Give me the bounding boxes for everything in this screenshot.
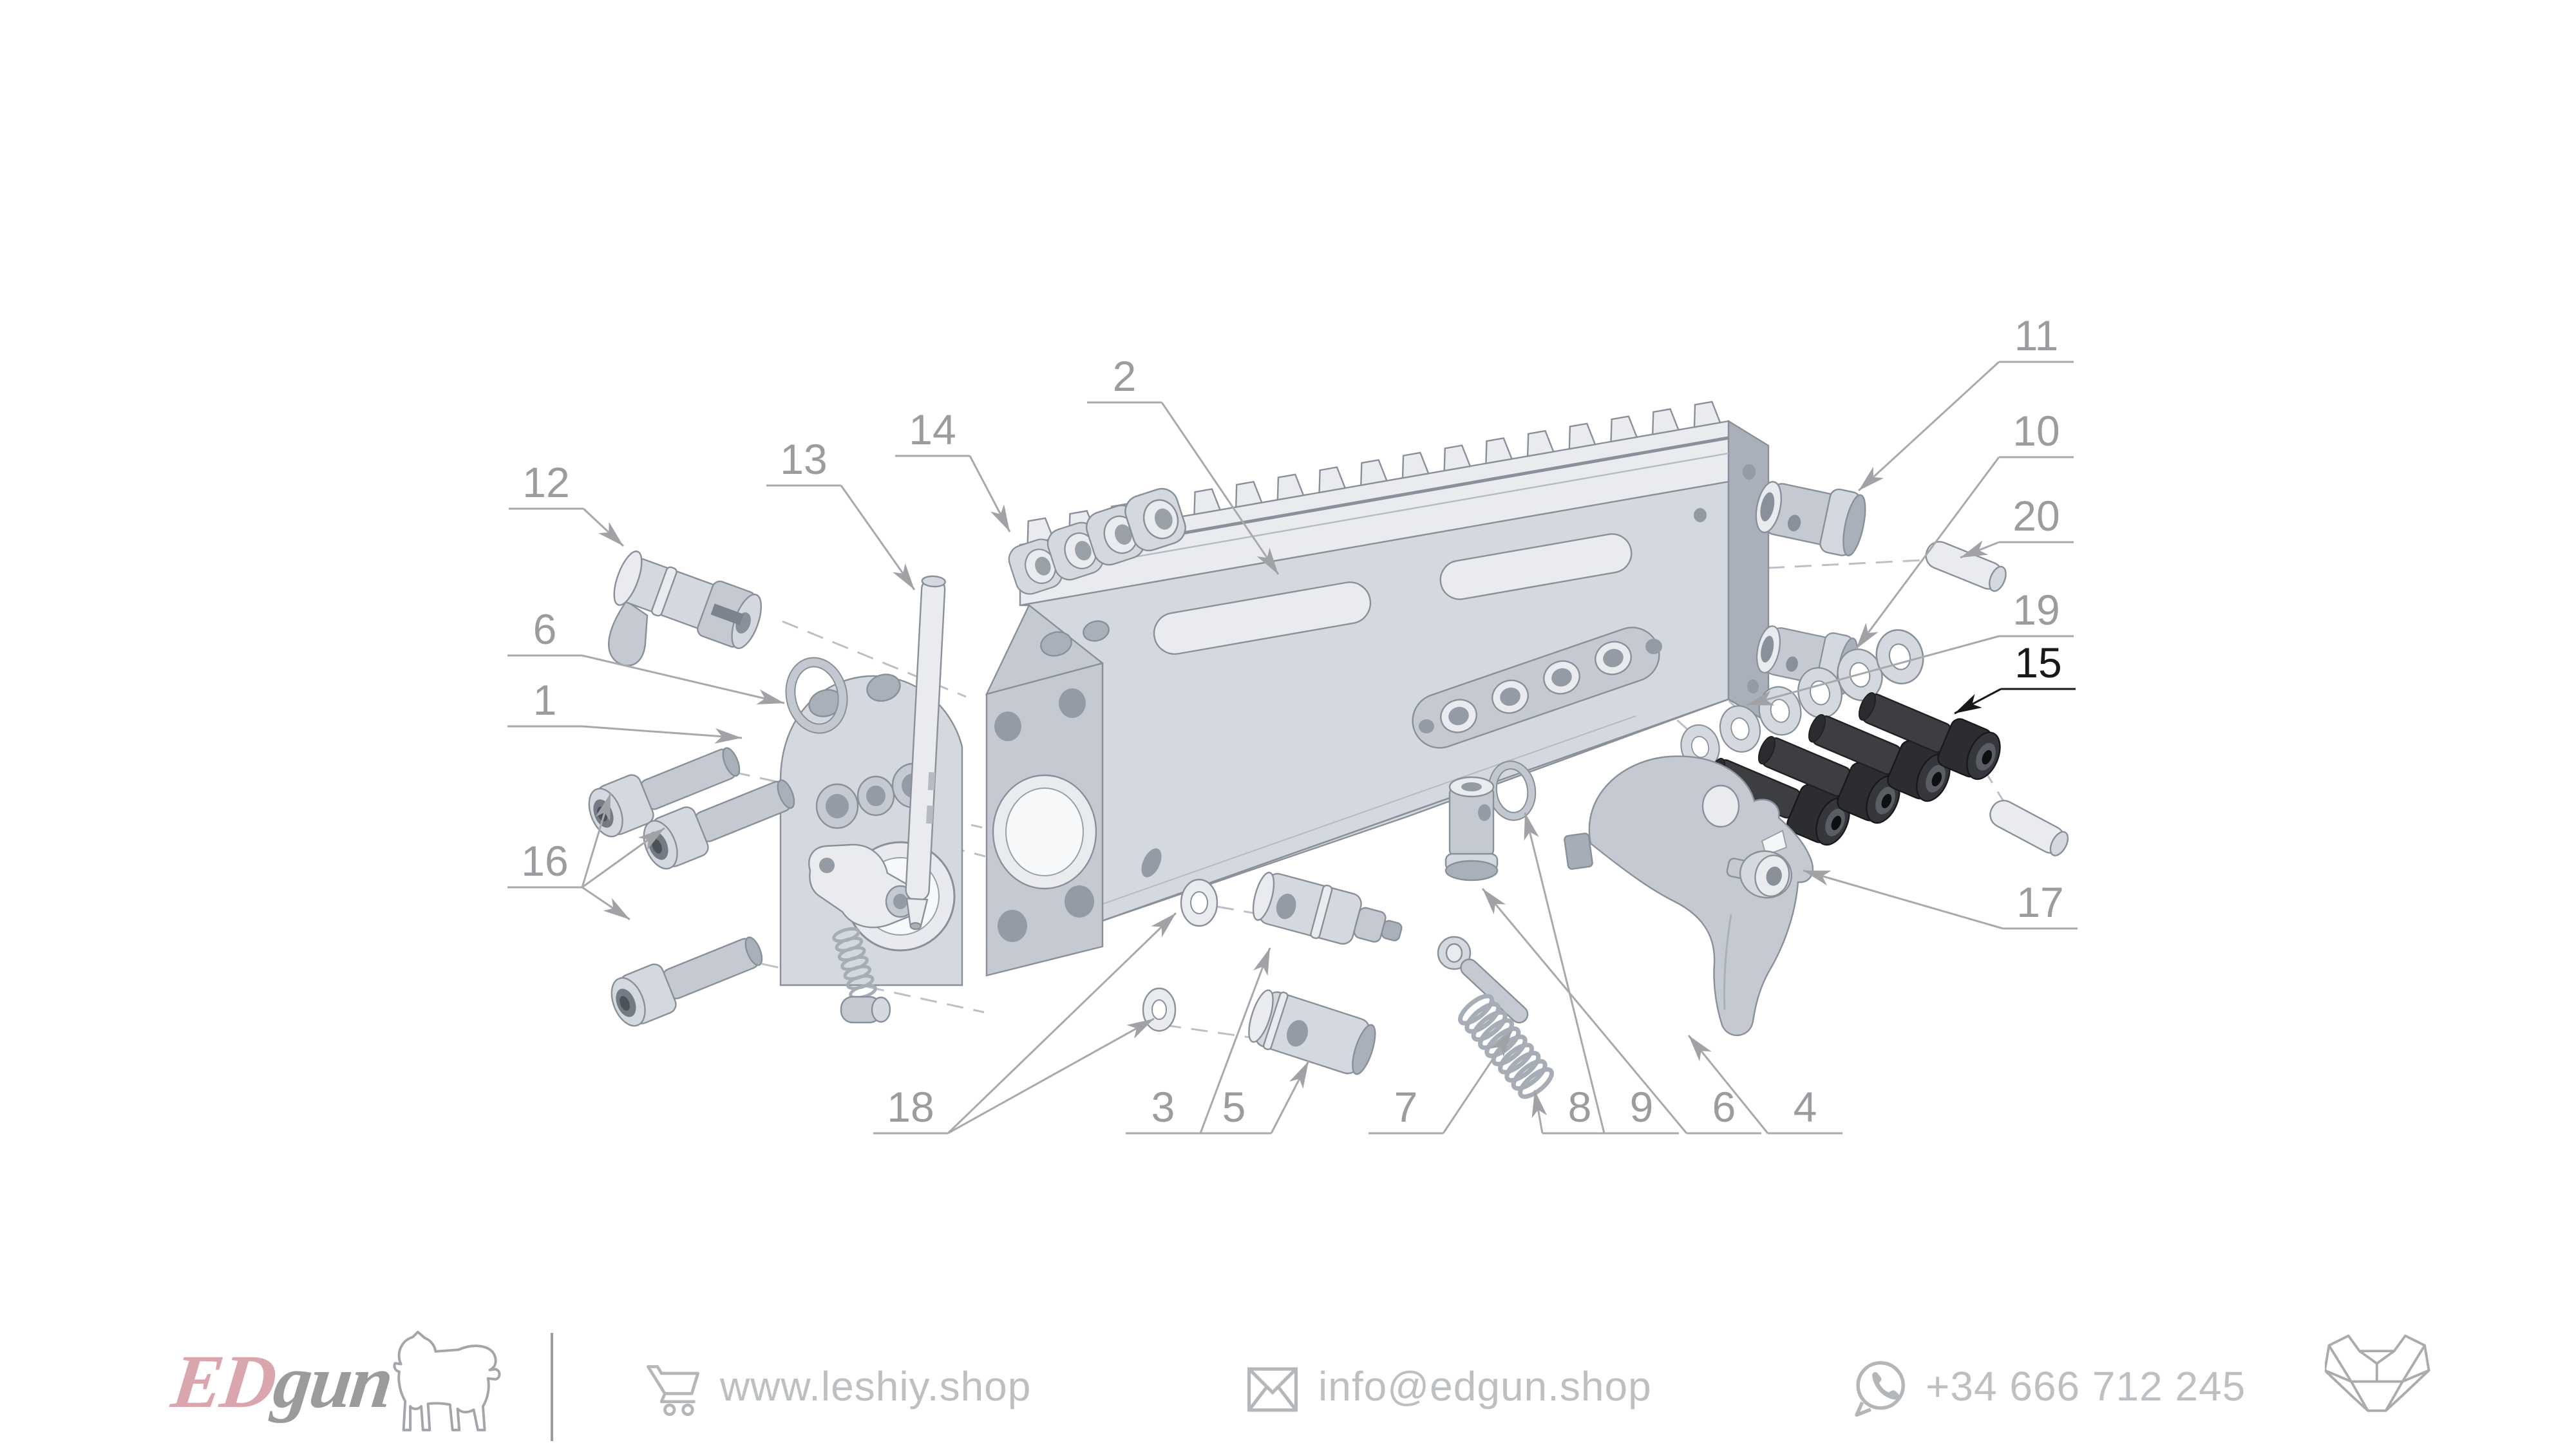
dog-logo-icon bbox=[393, 1330, 501, 1431]
footer: EDgun www.leshiy.shop info@edgun.shop +3… bbox=[0, 1314, 2576, 1449]
button-screw-17 bbox=[1726, 850, 1793, 899]
svg-text:14: 14 bbox=[909, 406, 956, 453]
bushing-6 bbox=[1444, 776, 1499, 882]
svg-text:17: 17 bbox=[2016, 878, 2063, 926]
svg-text:6: 6 bbox=[1712, 1083, 1736, 1131]
edgun-logo: EDgun bbox=[167, 1338, 397, 1426]
svg-text:18: 18 bbox=[887, 1083, 934, 1131]
svg-text:15: 15 bbox=[2014, 639, 2061, 686]
svg-text:13: 13 bbox=[780, 435, 827, 483]
callout-12: 12 bbox=[509, 458, 625, 547]
edgun-logo-ed: ED bbox=[167, 1339, 280, 1424]
svg-text:2: 2 bbox=[1113, 352, 1137, 400]
callout-5: 5 bbox=[1197, 1061, 1310, 1135]
envelope-icon bbox=[1247, 1367, 1298, 1412]
receiver-body bbox=[985, 401, 1770, 977]
svg-text:9: 9 bbox=[1630, 1083, 1654, 1131]
callout-18: 18 bbox=[873, 912, 1177, 1135]
callout-1: 1 bbox=[507, 676, 743, 744]
link-rod-7 bbox=[1437, 936, 1529, 1024]
svg-text:6: 6 bbox=[533, 605, 557, 653]
callout-7: 7 bbox=[1368, 1030, 1513, 1135]
callout-20: 20 bbox=[1960, 492, 2074, 559]
callout-16: 16 bbox=[507, 793, 665, 921]
valve-body-3 bbox=[1252, 871, 1403, 945]
callout-6: 6 bbox=[1481, 888, 1761, 1135]
phone-label[interactable]: +34 666 712 245 bbox=[1926, 1363, 2246, 1410]
cart-icon bbox=[646, 1365, 699, 1417]
callout-10: 10 bbox=[1855, 407, 2074, 650]
o-ring-left bbox=[785, 657, 848, 734]
svg-text:12: 12 bbox=[522, 458, 569, 506]
callout-6: 6 bbox=[507, 605, 785, 705]
email-label[interactable]: info@edgun.shop bbox=[1318, 1363, 1652, 1410]
svg-text:5: 5 bbox=[1222, 1083, 1246, 1131]
callout-14: 14 bbox=[895, 406, 1011, 533]
callout-2: 2 bbox=[1087, 352, 1280, 575]
washer-18b bbox=[1142, 987, 1177, 1032]
svg-text:4: 4 bbox=[1794, 1083, 1817, 1131]
svg-text:20: 20 bbox=[2012, 492, 2060, 540]
callout-9: 9 bbox=[1524, 812, 1679, 1135]
callout-8: 8 bbox=[1531, 1083, 1617, 1135]
callout-4: 4 bbox=[1687, 1035, 1842, 1135]
side-bolt bbox=[608, 551, 762, 666]
callout-17: 17 bbox=[1803, 869, 2078, 930]
svg-text:16: 16 bbox=[521, 837, 568, 885]
whatsapp-icon bbox=[1855, 1361, 1905, 1417]
svg-text:1: 1 bbox=[533, 676, 557, 724]
dowel-pin-right bbox=[1985, 795, 2073, 860]
callout-15: 15 bbox=[1954, 639, 2076, 715]
long-pin bbox=[905, 575, 946, 930]
svg-text:10: 10 bbox=[2012, 407, 2060, 455]
svg-text:8: 8 bbox=[1568, 1083, 1592, 1131]
dowel-pin-top bbox=[1921, 537, 2011, 595]
valve-body-5 bbox=[1248, 989, 1376, 1075]
svg-text:7: 7 bbox=[1394, 1083, 1418, 1131]
fox-logo-icon bbox=[2325, 1334, 2430, 1412]
svg-text:19: 19 bbox=[2012, 586, 2060, 634]
footer-divider bbox=[551, 1333, 553, 1441]
washer-18a bbox=[1180, 878, 1218, 927]
callout-13: 13 bbox=[766, 435, 916, 590]
svg-text:3: 3 bbox=[1151, 1083, 1175, 1131]
callout-11: 11 bbox=[1857, 312, 2074, 492]
callout-3: 3 bbox=[1126, 947, 1271, 1135]
svg-text:11: 11 bbox=[2014, 312, 2059, 359]
cocking-lever-4 bbox=[1564, 755, 1814, 1036]
website-label[interactable]: www.leshiy.shop bbox=[720, 1363, 1032, 1410]
callout-19: 19 bbox=[1746, 586, 2074, 706]
